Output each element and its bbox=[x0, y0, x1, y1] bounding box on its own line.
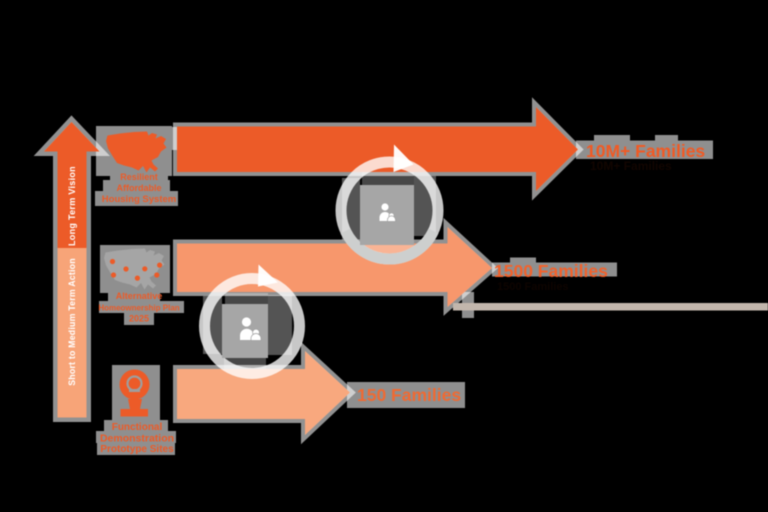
svg-text:Demonstration: Demonstration bbox=[100, 433, 174, 445]
svg-text:10M+ Families: 10M+ Families bbox=[586, 141, 705, 161]
svg-text:Prototype Sites: Prototype Sites bbox=[100, 444, 174, 455]
svg-text:Functional: Functional bbox=[112, 422, 163, 433]
svg-text:Homeownership Plan: Homeownership Plan bbox=[98, 304, 179, 313]
svg-text:Short to Medium Term Action: Short to Medium Term Action bbox=[67, 258, 77, 386]
svg-text:Resilient: Resilient bbox=[120, 172, 158, 182]
svg-text:Alternative: Alternative bbox=[116, 291, 163, 301]
svg-text:1500 Families: 1500 Families bbox=[497, 281, 569, 293]
svg-text:2025: 2025 bbox=[129, 314, 149, 324]
svg-text:Affordable: Affordable bbox=[117, 183, 162, 193]
svg-text:Long Term Vision: Long Term Vision bbox=[67, 166, 77, 246]
svg-text:1500 Families: 1500 Families bbox=[494, 261, 608, 281]
svg-text:10M+ Families: 10M+ Families bbox=[590, 159, 672, 173]
svg-text:Housing System: Housing System bbox=[102, 194, 176, 205]
svg-text:150 Families: 150 Families bbox=[357, 385, 461, 405]
